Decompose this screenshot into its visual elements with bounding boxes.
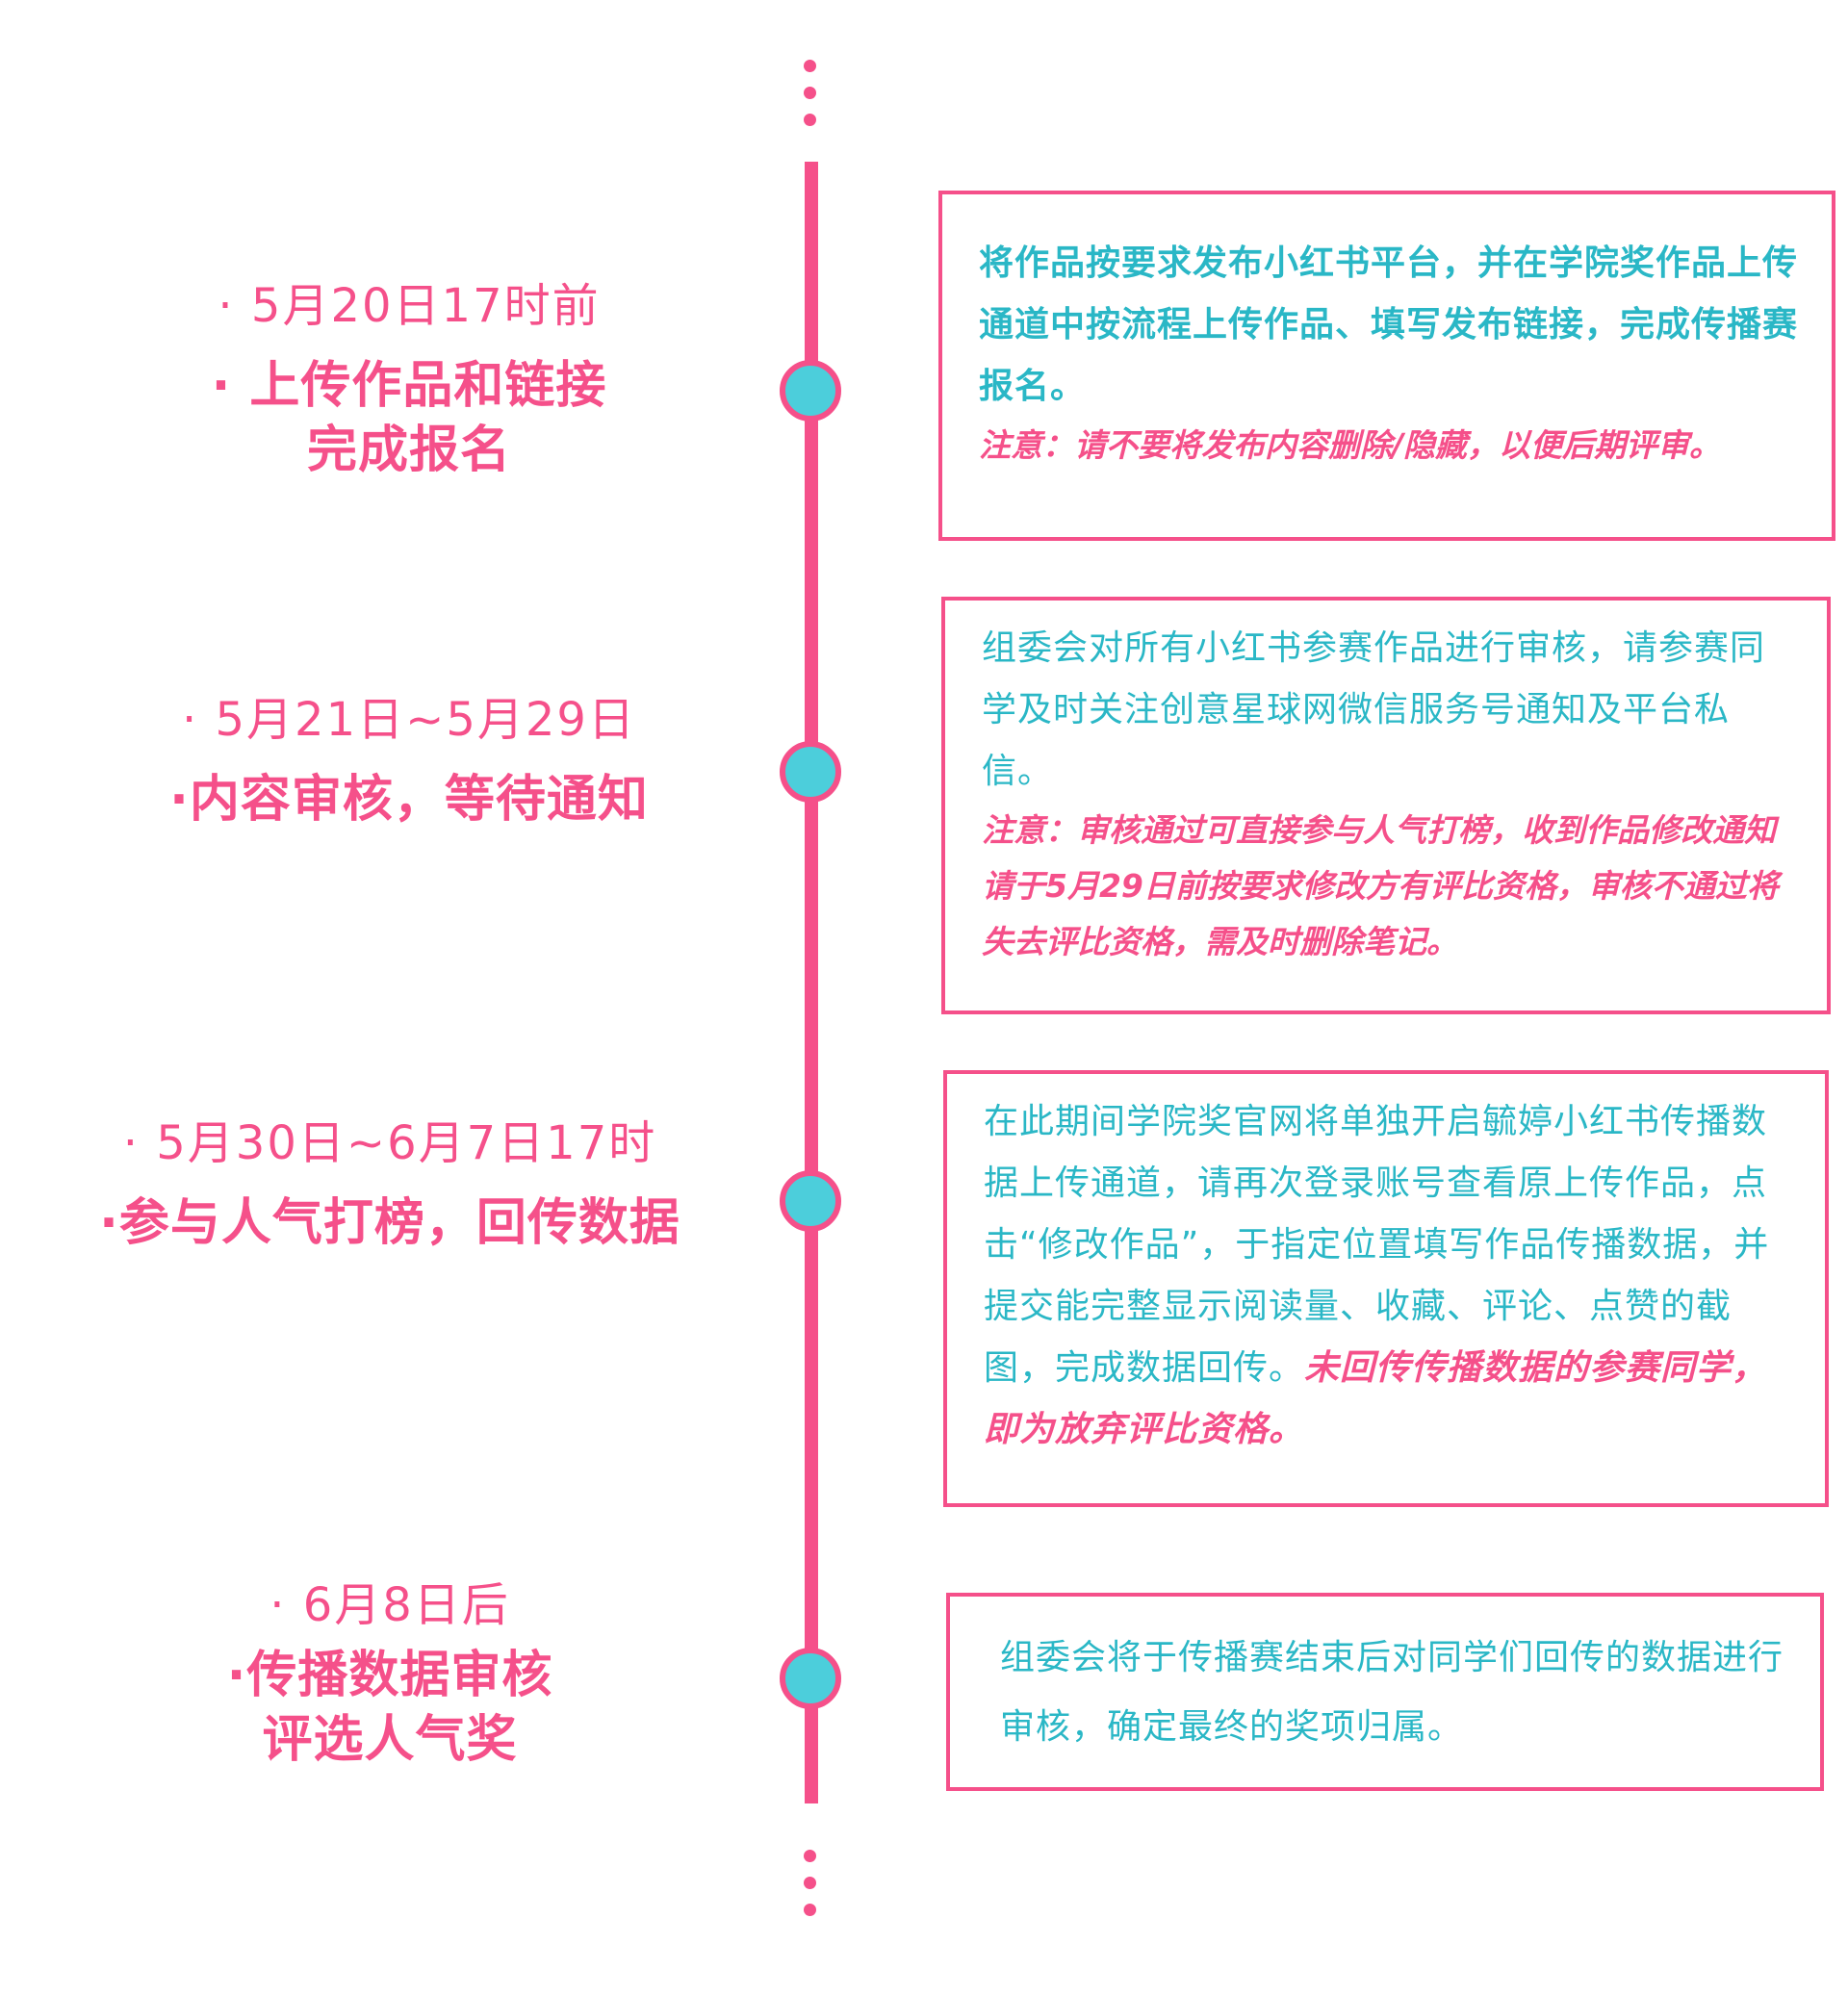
stage-title: · 上传作品和链接 完成报名 bbox=[211, 356, 607, 480]
stage-title: ·内容审核，等待通知 bbox=[169, 770, 649, 829]
timeline-node bbox=[780, 360, 841, 422]
timeline-ellipsis-dot bbox=[804, 114, 816, 126]
stage-date: · 5月20日17时前 bbox=[218, 279, 601, 333]
stage-label: · 5月21日~5月29日 ·内容审核，等待通知 bbox=[0, 693, 818, 832]
stage-detail-text: 将作品按要求发布小红书平台，并在学院奖作品上传通道中按流程上传作品、填写发布链接… bbox=[979, 243, 1799, 406]
stage-title: ·参与人气打榜，回传数据 bbox=[99, 1193, 680, 1252]
stage-label: · 6月8日后 ·传播数据审核 评选人气奖 bbox=[0, 1578, 780, 1774]
stage-note: 注意：审核通过可直接参与人气打榜，收到作品修改通知请于5月29日前按要求修改方有… bbox=[982, 811, 1779, 960]
stage-detail-box: 将作品按要求发布小红书平台，并在学院奖作品上传通道中按流程上传作品、填写发布链接… bbox=[938, 191, 1835, 541]
stage-detail-text: 组委会对所有小红书参赛作品进行审核，请参赛同学及时关注创意星球网微信服务号通知及… bbox=[982, 628, 1766, 791]
stage-date: · 6月8日后 bbox=[270, 1578, 510, 1632]
stage-detail-text: 组委会将于传播赛结束后对同学们回传的数据进行审核，确定最终的奖项归属。 bbox=[1000, 1638, 1784, 1747]
stage-title: ·传播数据审核 评选人气奖 bbox=[226, 1646, 553, 1770]
timeline-ellipsis-dot bbox=[804, 1877, 816, 1889]
stage-label: · 5月20日17时前 · 上传作品和链接 完成报名 bbox=[0, 279, 818, 484]
timeline-node bbox=[780, 741, 841, 803]
timeline-ellipsis-dot bbox=[804, 87, 816, 99]
stage-detail-box: 在此期间学院奖官网将单独开启毓婷小红书传播数据上传通道，请再次登录账号查看原上传… bbox=[943, 1070, 1829, 1507]
timeline-spine bbox=[805, 162, 818, 1803]
stage-detail-box: 组委会将于传播赛结束后对同学们回传的数据进行审核，确定最终的奖项归属。 bbox=[946, 1593, 1824, 1791]
stage-detail-text: 在此期间学院奖官网将单独开启毓婷小红书传播数据上传通道，请再次登录账号查看原上传… bbox=[984, 1091, 1796, 1461]
stage-detail-box: 组委会对所有小红书参赛作品进行审核，请参赛同学及时关注创意星球网微信服务号通知及… bbox=[941, 597, 1831, 1014]
stage-date: · 5月30日~6月7日17时 bbox=[122, 1116, 657, 1170]
stage-note: 未回传传播数据的参赛同学，即为放弃评比资格。 bbox=[984, 1348, 1768, 1449]
timeline-node bbox=[780, 1648, 841, 1709]
stage-label: · 5月30日~6月7日17时 ·参与人气打榜，回传数据 bbox=[0, 1116, 780, 1256]
stage-detail-main: 在此期间学院奖官网将单独开启毓婷小红书传播数据上传通道，请再次登录账号查看原上传… bbox=[984, 1102, 1770, 1388]
timeline-node bbox=[780, 1170, 841, 1232]
stage-date: · 5月21日~5月29日 bbox=[182, 693, 636, 747]
timeline-ellipsis-dot bbox=[804, 60, 816, 72]
timeline-ellipsis-dot bbox=[804, 1850, 816, 1862]
stage-note: 注意：请不要将发布内容删除/隐藏，以便后期评审。 bbox=[979, 426, 1722, 464]
timeline-ellipsis-dot bbox=[804, 1904, 816, 1916]
